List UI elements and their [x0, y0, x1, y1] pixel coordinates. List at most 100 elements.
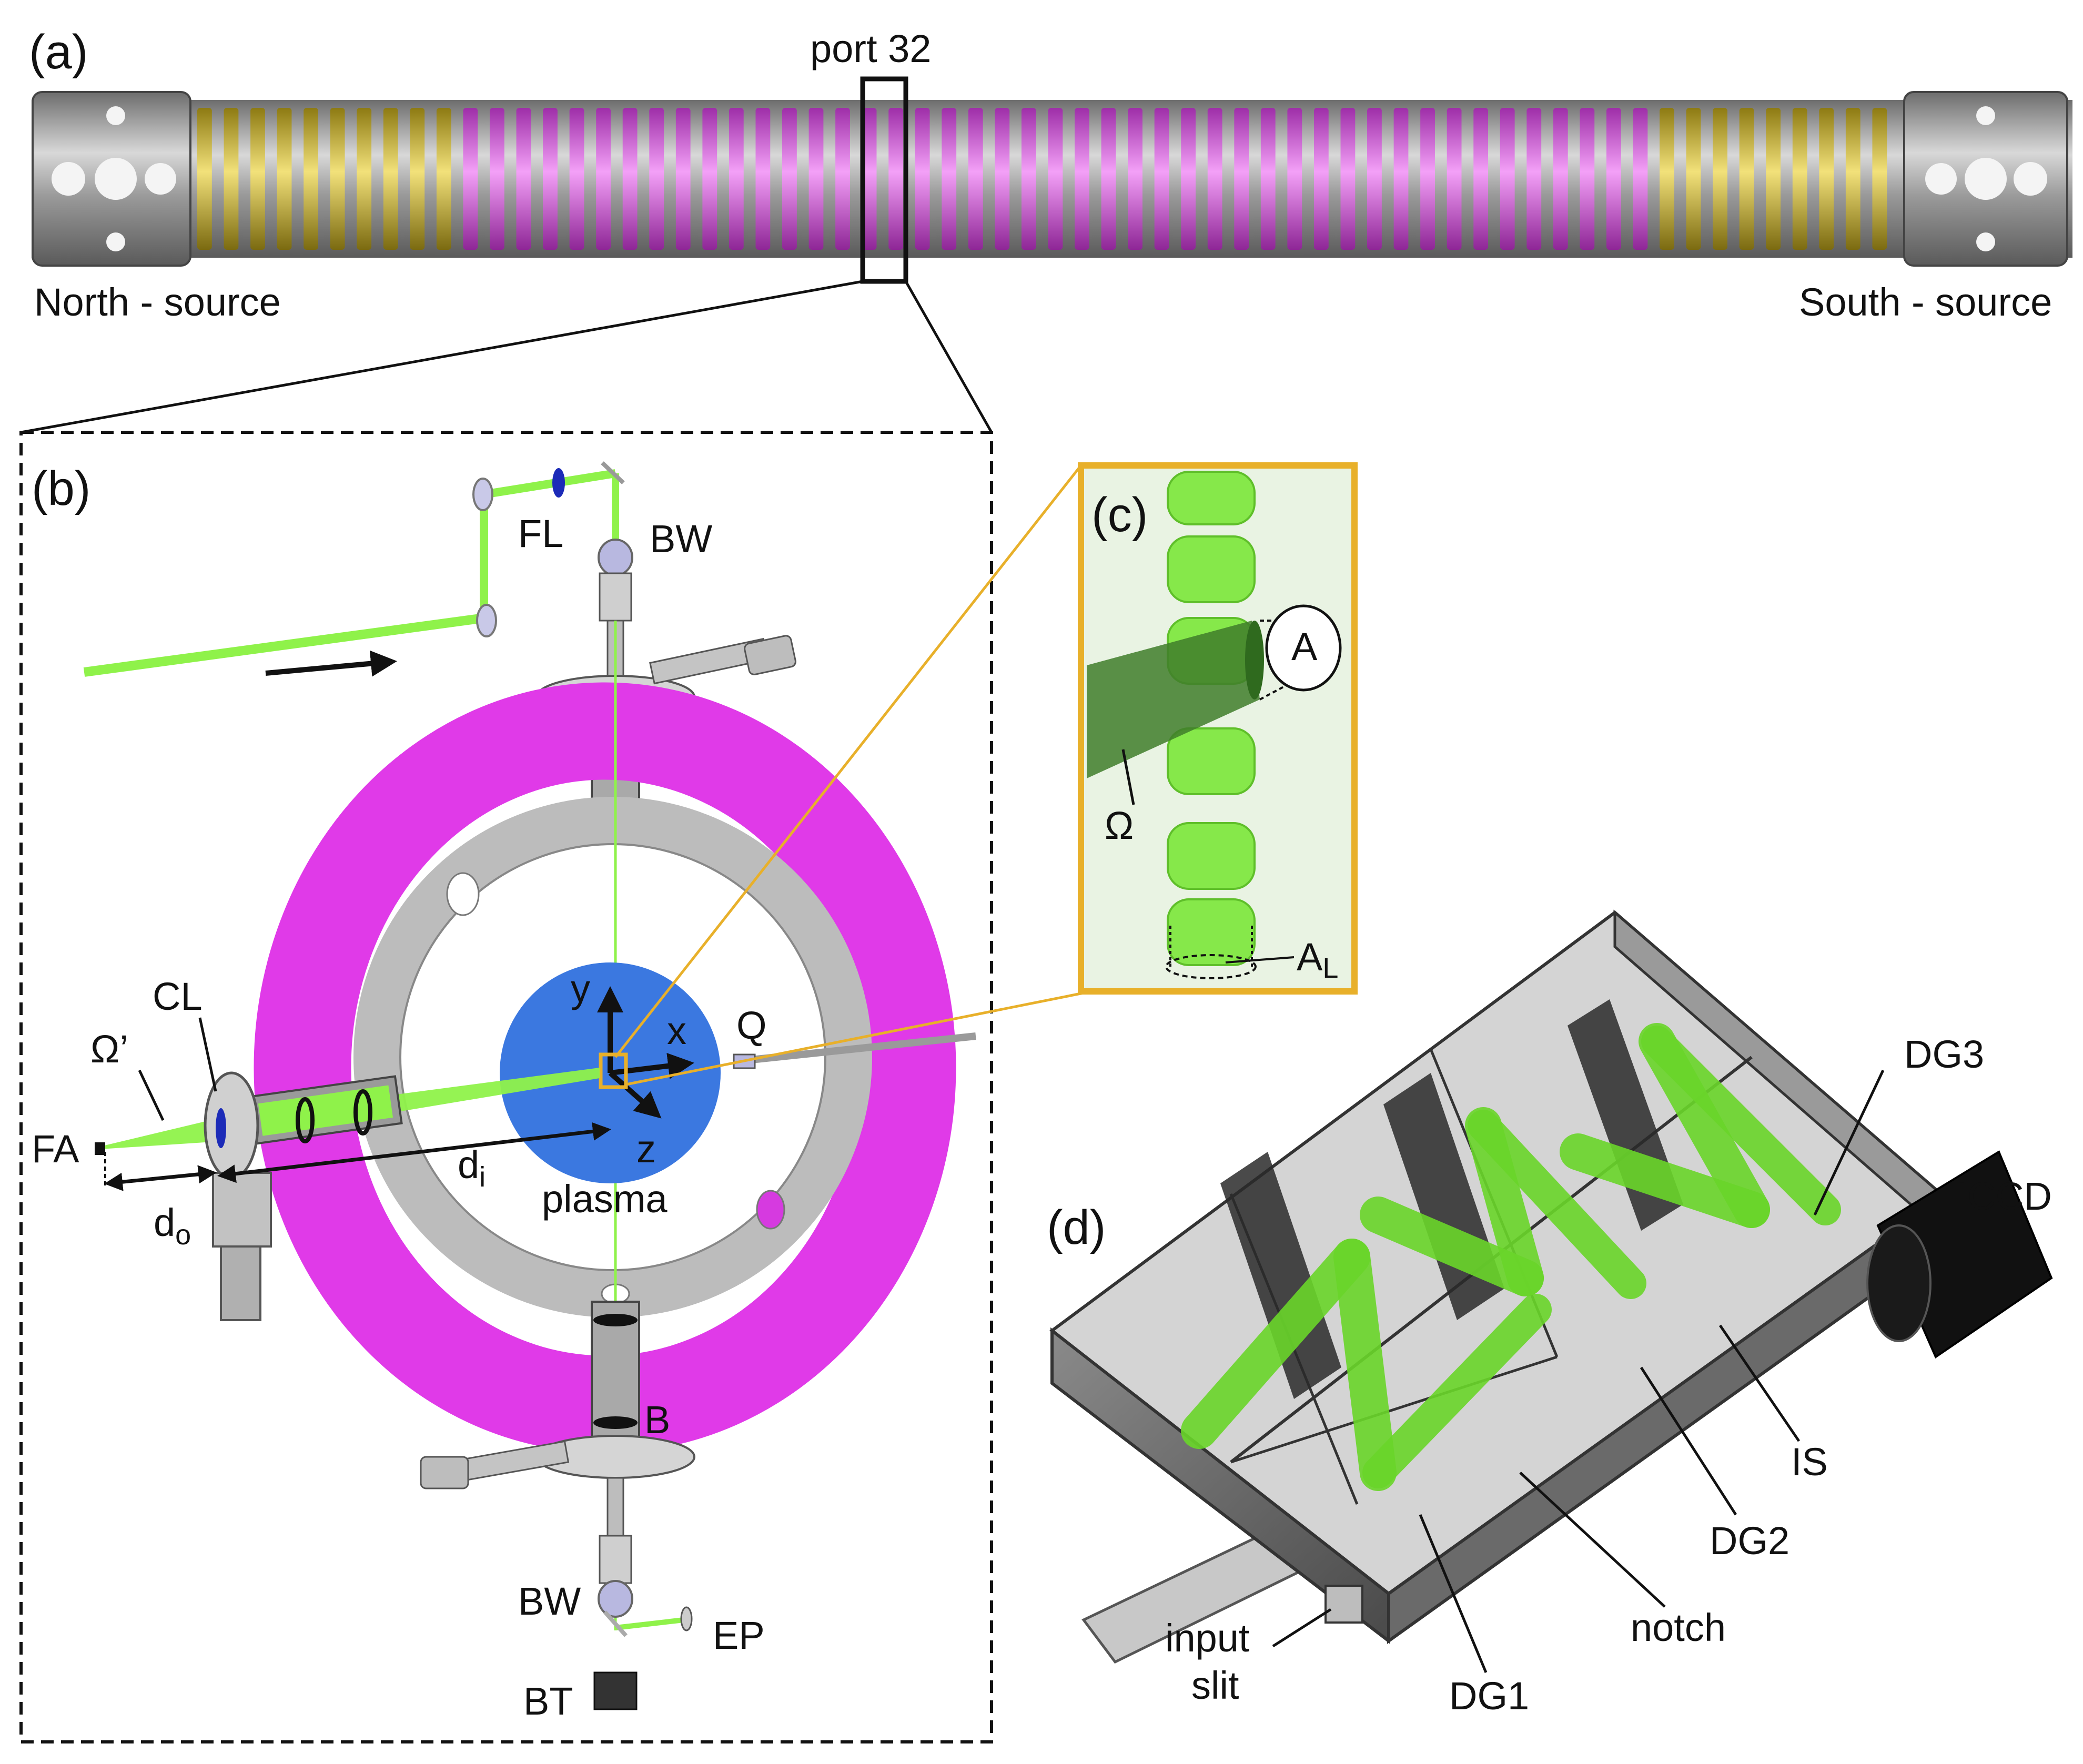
yellow-coil — [410, 108, 425, 250]
magenta-coil — [942, 108, 957, 250]
d-o-dimension — [104, 1165, 217, 1191]
magenta-coil — [596, 108, 611, 250]
ICCD-camera — [1866, 1150, 2053, 1359]
fiber-array-icon — [95, 1142, 105, 1155]
magenta-coil — [1260, 108, 1276, 250]
yellow-coil — [436, 108, 451, 250]
y-label: y — [571, 967, 590, 1010]
magenta-coil — [1101, 108, 1116, 250]
panel-a-label: (a) — [29, 25, 88, 79]
magenta-coil — [675, 108, 691, 250]
B-label: B — [644, 1398, 670, 1442]
north-end-cap — [32, 91, 191, 267]
magenta-coil — [968, 108, 983, 250]
yellow-coil — [1739, 108, 1754, 250]
BT-label: BT — [523, 1679, 573, 1723]
port-32-label: port 32 — [810, 27, 931, 70]
magenta-coil — [463, 108, 478, 250]
yellow-coil — [250, 108, 265, 250]
laser-beam-segment — [1167, 898, 1256, 966]
magenta-coil — [1526, 108, 1542, 250]
EP-label: EP — [713, 1614, 765, 1657]
magenta-coil — [1473, 108, 1489, 250]
IS-label: IS — [1791, 1440, 1828, 1484]
yellow-coil — [1819, 108, 1834, 250]
magenta-coil — [490, 108, 504, 250]
slit-label: slit — [1191, 1664, 1239, 1707]
magenta-coil — [755, 108, 771, 250]
yellow-coil — [330, 108, 345, 250]
spectrometer-beams — [1181, 1023, 1841, 1491]
plasma-label: plasma — [542, 1177, 668, 1221]
A-label: A — [1291, 625, 1318, 668]
magenta-coil — [782, 108, 797, 250]
port-32-box — [860, 76, 908, 284]
magenta-coil — [1154, 108, 1169, 250]
magenta-coil — [1580, 108, 1595, 250]
magenta-coil — [1181, 108, 1196, 250]
scattering-volume-box — [599, 1052, 628, 1089]
FL-label: FL — [518, 512, 563, 555]
magenta-coil — [1021, 108, 1036, 250]
omega-label: Ω — [1105, 804, 1134, 847]
callout-line-top — [614, 464, 1082, 1058]
Q-label: Q — [736, 1003, 767, 1047]
magenta-coil — [569, 108, 584, 250]
collection-solid-angle — [1087, 621, 1260, 778]
beam-direction-arrow — [265, 650, 397, 677]
focusing-lens-icon — [552, 468, 565, 498]
magenta-coil — [1367, 108, 1382, 250]
input-beam-path — [83, 461, 625, 677]
panel-b-frame — [19, 431, 993, 1743]
magenta-coil — [1313, 108, 1329, 250]
beam-trap-icon — [593, 1671, 638, 1710]
magenta-coil — [1393, 108, 1409, 250]
yellow-coil — [197, 108, 212, 250]
beam-exit — [593, 1606, 693, 1710]
magenta-coil — [915, 108, 930, 250]
A-L-ellipse — [1165, 954, 1257, 979]
laser-beam-segment — [1167, 471, 1256, 525]
panel-b-label: (b) — [32, 462, 90, 515]
panel-b: (b) FL BW — [19, 431, 1092, 1743]
omega-prime-label: Ω’ — [90, 1027, 128, 1071]
yellow-coil — [1872, 108, 1887, 250]
z-label: z — [636, 1127, 656, 1171]
south-end-cap — [1903, 91, 2068, 267]
magenta-coil — [1340, 108, 1356, 250]
magenta-coil — [1606, 108, 1621, 250]
magenta-coil — [862, 108, 877, 250]
north-source-label: North - source — [34, 280, 281, 324]
laser-beam-segment — [1167, 535, 1256, 603]
magenta-coil — [1287, 108, 1302, 250]
x-label: x — [667, 1009, 686, 1052]
panel-c: (c) A Ω AL — [1078, 462, 1358, 995]
DG1-label: DG1 — [1449, 1674, 1529, 1718]
d-o-label: do — [154, 1201, 191, 1251]
yellow-coil — [1713, 108, 1727, 250]
x-axis-arrow — [610, 1052, 694, 1079]
magenta-coil — [729, 108, 744, 250]
callout-line-bottom — [625, 990, 1092, 1086]
d-i-label: di — [458, 1143, 486, 1193]
z-axis-arrow — [608, 1071, 662, 1119]
ICCD-label: ICCD — [1957, 1174, 2052, 1218]
yellow-coil — [224, 108, 239, 250]
magenta-coil — [622, 108, 638, 250]
yellow-coil — [1686, 108, 1701, 250]
yellow-coil — [304, 108, 318, 250]
magenta-coil — [1207, 108, 1222, 250]
area-A-circle — [1265, 604, 1342, 692]
magenta-coil — [995, 108, 1010, 250]
magnet-coils — [197, 108, 1887, 250]
BW-top-label: BW — [650, 517, 712, 561]
magenta-coil — [1420, 108, 1435, 250]
magenta-coil — [835, 108, 850, 250]
magenta-coil — [1500, 108, 1515, 250]
laser-beam-segment — [1167, 727, 1256, 795]
BW-bottom-label: BW — [518, 1579, 581, 1623]
magenta-coil — [649, 108, 664, 250]
yellow-coil — [1766, 108, 1781, 250]
